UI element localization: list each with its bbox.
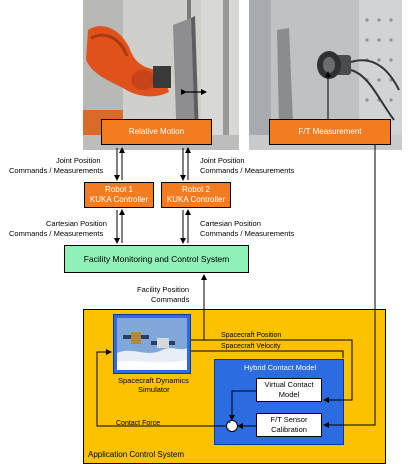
spacecraft-simulator-frame xyxy=(113,314,191,374)
contact-force-label: Contact Force xyxy=(116,420,160,427)
joint-left-label-1: Joint Position xyxy=(56,156,101,165)
ft-calibration-line2: Calibration xyxy=(271,425,307,434)
cart-right-label-2: Commands / Measurements xyxy=(200,229,295,238)
ft-sensor-calibration-box: F/T Sensor Calibration xyxy=(256,413,322,437)
cart-left-label-1: Cartesian Position xyxy=(46,219,107,228)
virtual-contact-line2: Model xyxy=(278,390,300,399)
svg-text:-: - xyxy=(228,426,230,432)
virtual-contact-model-box: Virtual Contact Model xyxy=(256,378,322,402)
facility-position-label-1: Facility Position xyxy=(137,285,190,294)
application-control-system-title: Application Control System xyxy=(88,450,185,459)
robot2-controller-box: Robot 2 KUKA Controller xyxy=(161,182,231,208)
spacecraft-position-label: Spacecraft Position xyxy=(221,332,282,339)
robot1-line1: Robot 1 xyxy=(104,185,134,194)
ft-measurement-box: F/T Measurement xyxy=(269,119,391,145)
spacecraft-velocity-label: Spacecraft Velocity xyxy=(221,343,281,350)
facility-monitoring-box: Facility Monitoring and Control System xyxy=(64,245,249,273)
robot1-controller-box: Robot 1 KUKA Controller xyxy=(84,182,154,208)
robot2-line1: Robot 2 xyxy=(181,185,211,194)
cart-right-label-1: Cartesian Position xyxy=(200,219,261,228)
simulator-label-line2: Simulator xyxy=(138,385,170,394)
summing-junction xyxy=(226,420,238,432)
robot1-line2: KUKA Controller xyxy=(89,195,149,204)
svg-text:+: + xyxy=(228,420,231,426)
joint-right-label-1: Joint Position xyxy=(200,156,245,165)
joint-left-label-2: Commands / Measurements xyxy=(9,166,104,175)
spacecraft-dynamics-image xyxy=(117,318,187,370)
relative-motion-box: Relative Motion xyxy=(101,119,212,145)
virtual-contact-line1: Virtual Contact xyxy=(264,380,314,389)
simulator-label-line1: Spacecraft Dynamics xyxy=(118,376,189,385)
cart-left-label-2: Commands / Measurements xyxy=(9,229,104,238)
joint-right-label-2: Commands / Measurements xyxy=(200,166,295,175)
ft-calibration-line1: F/T Sensor xyxy=(270,415,308,424)
facility-position-label-2: Commands xyxy=(151,295,190,304)
hybrid-contact-model-title: Hybrid Contact Model xyxy=(244,363,317,372)
robot2-line2: KUKA Controller xyxy=(166,195,226,204)
